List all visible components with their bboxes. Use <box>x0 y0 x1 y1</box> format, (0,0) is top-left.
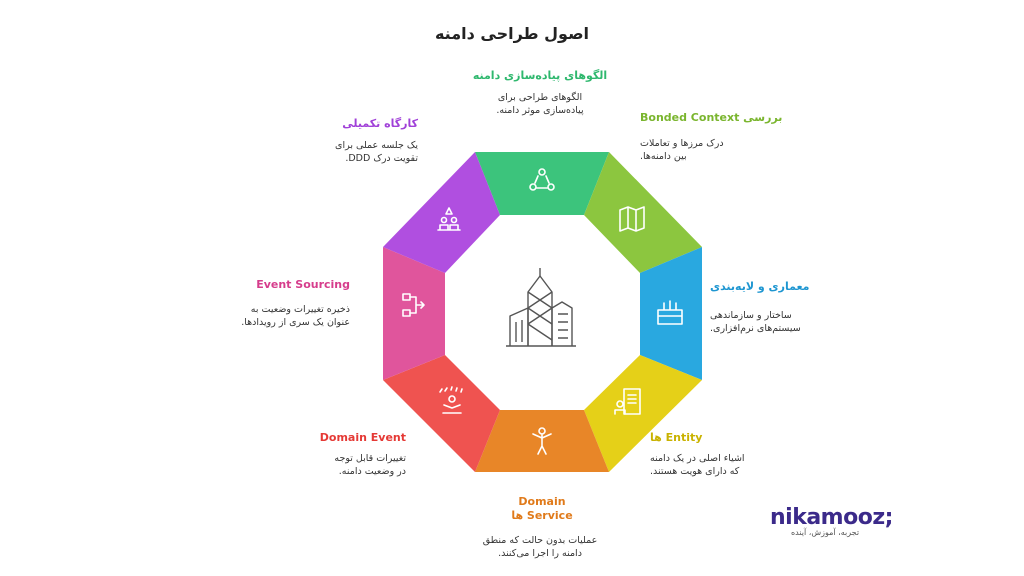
desc-domain-patterns: الگوهای طراحی برای پیاده‌سازی موثر دامنه… <box>496 92 584 116</box>
people-triangle-icon <box>529 168 555 191</box>
desc-event-sourcing: ذخیره تغییرات وضعیت به عنوان یک سری از ر… <box>241 304 350 328</box>
label-entities: Entity ها <box>650 431 703 444</box>
label-architecture: معماری و لایه‌بندی <box>710 280 810 293</box>
flowchart-icon <box>402 293 425 317</box>
buildings-icon <box>506 268 576 347</box>
nikamooz-logo: nikamooz; تجربه، آموزش، آینده <box>770 505 893 537</box>
label-domain-services-line2: Service ها <box>511 509 573 522</box>
label-domain-patterns: الگوهای پیاده‌سازی دامنه <box>472 69 608 82</box>
label-workshop: کارگاه تکمیلی <box>342 117 418 130</box>
segment-workshop <box>383 152 500 273</box>
worker-tools-icon <box>532 427 552 455</box>
label-event-sourcing: Event Sourcing <box>256 278 350 291</box>
label-bonded-context: بررسی Bonded Context <box>640 111 783 124</box>
segment-architecture <box>640 247 702 380</box>
logo-tagline: تجربه، آموزش، آینده <box>790 528 860 537</box>
segment-domain-patterns <box>475 152 609 215</box>
segment-entities <box>584 355 702 472</box>
workshop-icon <box>437 207 461 231</box>
desc-workshop: یک جلسه عملی برای تقویت درک DDD. <box>335 140 418 164</box>
desc-entities: اشیاء اصلی در یک دامنه که دارای هویت هست… <box>650 453 745 477</box>
map-box-icon <box>619 206 645 232</box>
desc-architecture: ساختار و سازماندهی سیستم‌های نرم‌افزاری. <box>710 310 801 334</box>
document-person-icon <box>614 388 641 415</box>
segment-bonded-context <box>584 152 702 273</box>
label-domain-event: Domain Event <box>319 431 406 444</box>
meditation-icon <box>439 386 463 414</box>
label-domain-services-line1: Domain <box>518 495 566 508</box>
page-title: اصول طراحی دامنه <box>434 24 590 43</box>
layered-cake-icon <box>657 300 683 325</box>
segment-domain-event <box>383 355 500 472</box>
desc-domain-services: عملیات بدون حالت که منطق دامنه را اجرا م… <box>482 535 598 559</box>
desc-bonded-context: درک مرزها و تعاملات بین دامنه‌ها. <box>640 138 724 162</box>
desc-domain-event: تغییرات قابل توجه در وضعیت دامنه. <box>334 453 406 477</box>
logo-brand: nikamooz; <box>770 505 893 530</box>
